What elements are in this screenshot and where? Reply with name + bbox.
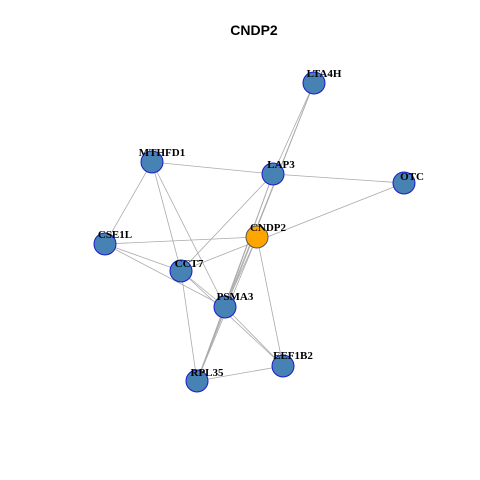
node-label-cct7: CCT7 (175, 258, 204, 270)
node-label-otc: OTC (400, 171, 424, 183)
edge-mthfd1-cse1l (104, 161, 153, 245)
edge-cndp2-psma3 (224, 236, 258, 308)
edge-mthfd1-cct7 (151, 161, 182, 272)
node-cse1l[interactable] (93, 232, 117, 256)
edge-layer (104, 82, 405, 382)
edge-psma3-rpl35 (196, 306, 226, 382)
node-cndp2[interactable] (245, 225, 269, 249)
node-mthfd1[interactable] (140, 150, 164, 174)
node-layer (93, 71, 416, 393)
edge-cct7-rpl35 (180, 270, 198, 382)
edge-mthfd1-lap3 (151, 161, 274, 175)
node-label-eef1b2: EEF1B2 (273, 350, 313, 362)
edge-cndp2-cse1l (104, 236, 258, 245)
node-label-psma3: PSMA3 (217, 291, 254, 303)
node-label-lap3: LAP3 (267, 159, 295, 171)
node-lta4h[interactable] (302, 71, 326, 95)
edge-lap3-otc (272, 173, 405, 184)
node-eef1b2[interactable] (271, 354, 295, 378)
edge-cndp2-eef1b2 (256, 236, 284, 367)
edge-cse1l-psma3 (104, 243, 226, 308)
edge-lta4h-lap3 (272, 82, 315, 175)
node-otc[interactable] (392, 171, 416, 195)
node-lap3[interactable] (261, 162, 285, 186)
edge-rpl35-eef1b2 (196, 365, 284, 382)
node-label-rpl35: RPL35 (191, 367, 225, 379)
node-label-cse1l: CSE1L (98, 229, 132, 241)
edge-cse1l-cct7 (104, 243, 182, 272)
node-label-mthfd1: MTHFD1 (139, 147, 185, 159)
node-label-lta4h: LTA4H (307, 68, 342, 80)
edge-mthfd1-psma3 (151, 161, 226, 308)
edge-cct7-eef1b2 (180, 270, 284, 367)
node-label-cndp2: CNDP2 (250, 222, 287, 234)
node-psma3[interactable] (213, 295, 237, 319)
node-rpl35[interactable] (185, 369, 209, 393)
edge-otc-cct7 (180, 182, 405, 272)
graph-title: CNDP2 (230, 22, 278, 38)
edge-lap3-cct7 (180, 173, 274, 272)
node-cct7[interactable] (169, 259, 193, 283)
edge-psma3-eef1b2 (224, 306, 284, 367)
